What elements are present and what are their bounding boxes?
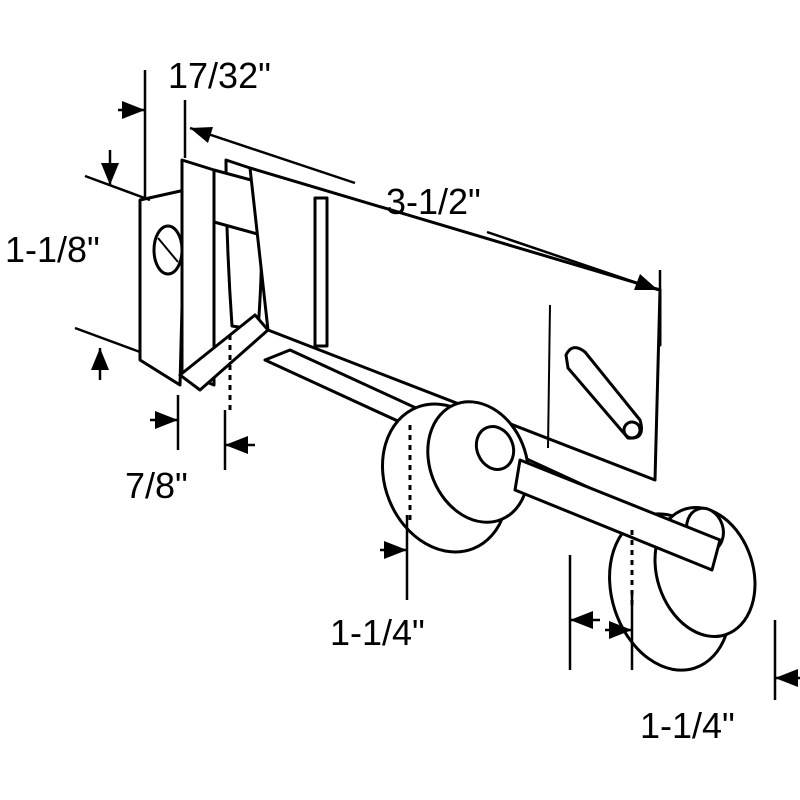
wheel-spacing-label: 1-1/4"	[640, 705, 735, 746]
dimension-length	[189, 126, 662, 330]
thickness-label: 17/32"	[168, 55, 271, 96]
dimension-height	[74, 150, 151, 380]
dimension-wheel-diameter	[380, 515, 409, 600]
offset-label: 7/8"	[125, 465, 188, 506]
height-label: 1-1/8"	[5, 229, 100, 270]
dimension-wheel-spacing	[568, 555, 800, 700]
dimension-offset	[150, 395, 255, 470]
wheel-diameter-label: 1-1/4"	[330, 612, 425, 653]
dimension-thickness	[118, 70, 187, 200]
length-label: 3-1/2"	[386, 181, 481, 222]
roller-assembly	[138, 158, 757, 672]
